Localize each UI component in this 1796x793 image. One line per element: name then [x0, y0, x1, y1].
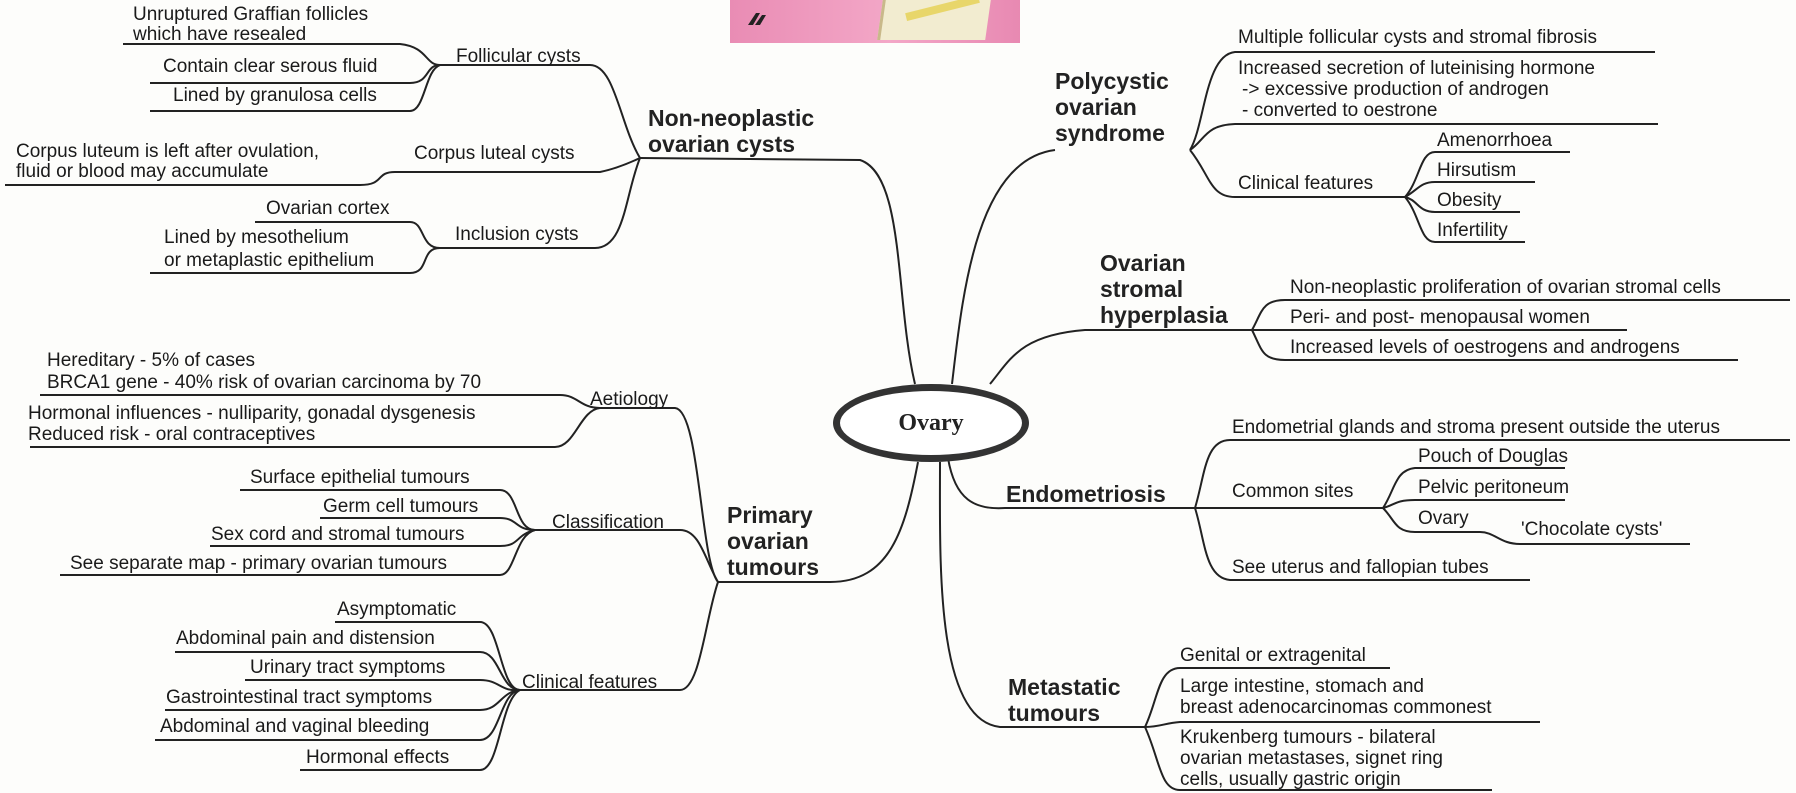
leaf-text: Ovarian cortex — [266, 198, 390, 219]
leaf-text: Surface epithelial tumours — [250, 467, 470, 488]
leaf-text: Pelvic peritoneum — [1418, 477, 1570, 498]
branch-title: ovarian cysts — [648, 131, 796, 157]
center-node-oval — [833, 384, 1029, 462]
leaf-text: Ovary — [1418, 508, 1469, 529]
leaf-text: Krukenberg tumours - bilateral — [1180, 727, 1436, 748]
node-aetiology: Aetiology — [590, 389, 669, 410]
leaf-text: Endometrial glands and stroma present ou… — [1232, 417, 1720, 438]
branch-title: Ovarian — [1100, 250, 1186, 276]
leaf-text: BRCA1 gene - 40% risk of ovarian carcino… — [47, 372, 482, 393]
book-cover-thumbnail — [730, 0, 1020, 43]
leaf-text: fluid or blood may accumulate — [16, 161, 269, 182]
leaf-text: Non-neoplastic proliferation of ovarian … — [1290, 277, 1721, 298]
node-clinical-features: Clinical features — [522, 672, 658, 693]
branch-title: Endometriosis — [1006, 481, 1166, 507]
leaf-text: Increased levels of oestrogens and andro… — [1290, 337, 1680, 358]
branch-title: ovarian — [727, 528, 809, 554]
leaf-text: See separate map - primary ovarian tumou… — [70, 553, 447, 574]
leaf-text: Abdominal and vaginal bleeding — [160, 716, 430, 737]
branch-title: tumours — [1008, 700, 1100, 726]
leaf-text: Abdominal pain and distension — [176, 628, 435, 649]
node-corpus-luteal-cysts: Corpus luteal cysts — [414, 143, 575, 164]
node-follicular-cysts: Follicular cysts — [456, 46, 581, 67]
leaf-text: Large intestine, stomach and — [1180, 676, 1424, 697]
branch-title: Primary — [727, 502, 813, 528]
leaf-text: Corpus luteum is left after ovulation, — [16, 141, 320, 162]
leaf-text: Sex cord and stromal tumours — [211, 524, 465, 545]
branch-title: Non-neoplastic — [648, 105, 815, 131]
publisher-logo-icon — [748, 13, 766, 25]
branch-title: syndrome — [1055, 120, 1165, 146]
leaf-text: Lined by mesothelium — [164, 227, 349, 248]
node-classification: Classification — [552, 512, 664, 533]
leaf-text: See uterus and fallopian tubes — [1232, 557, 1489, 578]
leaf-text: Hirsutism — [1437, 160, 1517, 181]
leaf-text: which have resealed — [133, 24, 307, 45]
node-clinical-features: Clinical features — [1238, 173, 1374, 194]
leaf-text: breast adenocarcinomas commonest — [1180, 697, 1492, 718]
leaf-text: Hereditary - 5% of cases — [47, 350, 256, 371]
leaf-text: Multiple follicular cysts and stromal fi… — [1238, 27, 1598, 48]
branch-title: ovarian — [1055, 94, 1137, 120]
leaf-text: Hormonal effects — [306, 747, 450, 768]
leaf-text: Obesity — [1437, 190, 1502, 211]
branch-title: stromal — [1100, 276, 1184, 302]
leaf-text: Increased secretion of luteinising hormo… — [1238, 58, 1595, 79]
leaf-text: Hormonal influences - nulliparity, gonad… — [28, 403, 476, 424]
leaf-text: Asymptomatic — [337, 599, 457, 620]
leaf-text: Infertility — [1437, 220, 1508, 241]
branch-title: Polycystic — [1055, 68, 1169, 94]
leaf-text: Pouch of Douglas — [1418, 446, 1568, 467]
leaf-text: - converted to oestrone — [1242, 100, 1438, 121]
leaf-text: Contain clear serous fluid — [163, 56, 378, 77]
leaf-text: Lined by granulosa cells — [173, 85, 377, 106]
leaf-text: Urinary tract symptoms — [250, 657, 446, 678]
branch-title: Metastatic — [1008, 674, 1121, 700]
leaf-text: ovarian metastases, signet ring — [1180, 748, 1443, 769]
node-common-sites: Common sites — [1232, 481, 1354, 502]
leaf-text: Reduced risk - oral contraceptives — [28, 424, 316, 445]
leaf-text: Unruptured Graffian follicles — [133, 4, 369, 25]
leaf-text: Germ cell tumours — [323, 496, 479, 517]
leaf-text: Peri- and post- menopausal women — [1290, 307, 1590, 328]
leaf-text: Amenorrhoea — [1437, 130, 1553, 151]
node-inclusion-cysts: Inclusion cysts — [455, 224, 579, 245]
leaf-text: -> excessive production of androgen — [1242, 79, 1549, 100]
leaf-text: Gastrointestinal tract symptoms — [166, 687, 433, 708]
leaf-text: or metaplastic epithelium — [164, 250, 375, 271]
leaf-text: cells, usually gastric origin — [1180, 769, 1401, 790]
branch-title: tumours — [727, 554, 819, 580]
leaf-text: 'Chocolate cysts' — [1521, 519, 1663, 540]
branch-title: hyperplasia — [1100, 302, 1228, 328]
leaf-text: Genital or extragenital — [1180, 645, 1366, 666]
center-node-label: Ovary — [898, 409, 964, 436]
